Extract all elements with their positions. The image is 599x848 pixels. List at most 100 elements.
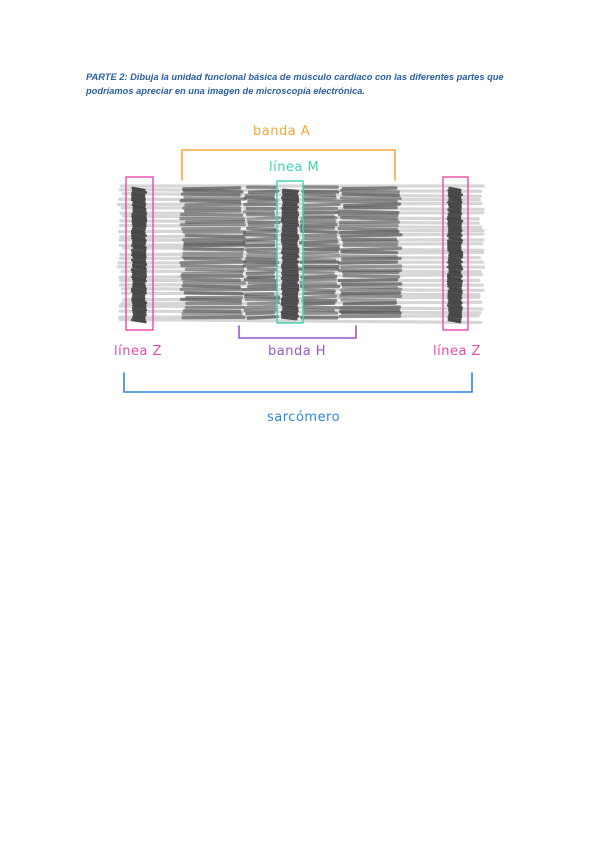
z-disks — [130, 186, 464, 324]
z-disk-right — [447, 316, 462, 321]
thick-filament — [183, 243, 246, 248]
z-disk-left — [132, 292, 146, 297]
thick-filament — [243, 294, 281, 299]
thick-filament — [243, 277, 277, 283]
thick-filament — [245, 254, 278, 259]
z-disk-right — [447, 285, 462, 290]
thick-filament — [342, 240, 399, 245]
m-line-stroke — [282, 222, 300, 227]
z-disk-right — [446, 201, 462, 206]
z-disk-right — [448, 205, 462, 211]
thick-filament — [242, 287, 278, 292]
thick-filament — [243, 291, 275, 297]
z-disk-right — [447, 239, 463, 245]
z-disk-right — [448, 299, 463, 305]
z-disk-left — [132, 208, 147, 213]
linea-z-right-box — [442, 176, 469, 331]
thick-filament — [246, 216, 281, 222]
label-banda-a: banda A — [253, 124, 311, 139]
z-disk-left — [132, 265, 147, 271]
z-disk-right — [448, 256, 462, 261]
m-line-stroke — [282, 295, 299, 300]
thick-filament — [340, 250, 399, 255]
thick-filament — [179, 212, 244, 217]
z-disk-left — [131, 213, 147, 218]
z-disk-right — [448, 287, 463, 293]
z-disk-right — [447, 258, 463, 264]
thick-filament — [179, 297, 242, 303]
z-disk-right — [448, 313, 463, 319]
thin-filament — [120, 291, 481, 297]
z-disk-left — [130, 318, 147, 324]
thick-filament — [246, 226, 277, 232]
thick-filament — [341, 186, 398, 191]
z-disk-right — [448, 251, 464, 257]
thick-filament — [303, 198, 341, 203]
thick-filament — [341, 192, 400, 198]
z-disk-left — [131, 253, 147, 259]
z-disk-right — [447, 318, 462, 324]
m-line-stroke — [281, 196, 300, 201]
linea-z-left-box — [125, 176, 154, 331]
z-disk-right — [448, 268, 462, 273]
z-disk-left — [130, 289, 147, 295]
z-disk-right — [446, 217, 464, 223]
thick-filament — [243, 307, 279, 313]
z-disk-left — [132, 210, 148, 216]
z-disk-left — [130, 198, 146, 204]
z-disk-right — [446, 304, 463, 309]
m-line-stroke — [282, 305, 299, 310]
thick-filament — [302, 294, 338, 300]
z-disk-right — [447, 225, 462, 230]
thick-filament — [184, 202, 242, 207]
z-disk-left — [132, 201, 147, 206]
z-disk-left — [131, 251, 147, 257]
m-line-stroke — [281, 282, 300, 287]
z-disk-right — [448, 210, 463, 216]
thick-filament — [340, 215, 399, 221]
banda-h-bracket — [238, 325, 357, 339]
thick-filament — [247, 199, 279, 204]
z-disk-right — [447, 241, 462, 247]
thick-filament — [342, 301, 397, 306]
thick-filament — [340, 298, 397, 303]
z-disk-left — [131, 263, 147, 269]
z-disk-left — [130, 249, 147, 254]
thick-filament — [302, 253, 341, 259]
thick-filament — [182, 237, 247, 242]
m-line-stroke — [280, 271, 300, 277]
m-line-stroke — [280, 250, 299, 256]
thick-filament — [180, 263, 245, 269]
z-disk-left — [131, 222, 147, 228]
m-line-stroke — [281, 204, 299, 209]
m-line-stroke — [280, 217, 299, 222]
thick-filament — [179, 216, 246, 221]
z-disk-right — [448, 309, 463, 314]
z-disk-right — [447, 289, 463, 295]
thick-filament — [302, 206, 339, 211]
m-line-stroke — [282, 245, 300, 251]
thick-filament — [181, 284, 241, 289]
thick-filament — [303, 290, 336, 295]
m-line-stroke — [282, 188, 300, 193]
thick-filament — [299, 240, 339, 245]
thick-filament — [180, 192, 241, 197]
instruction-prefix: PARTE 2: — [86, 72, 128, 82]
thick-filament — [337, 278, 399, 283]
thick-filament — [247, 189, 280, 194]
linea-m-box — [276, 180, 304, 324]
m-line-stroke — [282, 261, 298, 266]
z-disk-left — [131, 186, 146, 192]
thick-filament — [302, 247, 341, 252]
m-line-stroke — [281, 227, 298, 232]
z-disk-right — [447, 227, 463, 233]
z-disk-left — [131, 217, 148, 223]
thick-filament — [179, 198, 242, 204]
m-line-stroke — [280, 235, 300, 240]
label-linea-z-right: línea Z — [433, 344, 481, 359]
thin-filament — [122, 214, 480, 221]
thick-filament — [340, 254, 398, 259]
m-line-core — [280, 188, 300, 321]
label-sarcomero: sarcómero — [267, 410, 341, 425]
z-disk-right — [447, 244, 462, 249]
